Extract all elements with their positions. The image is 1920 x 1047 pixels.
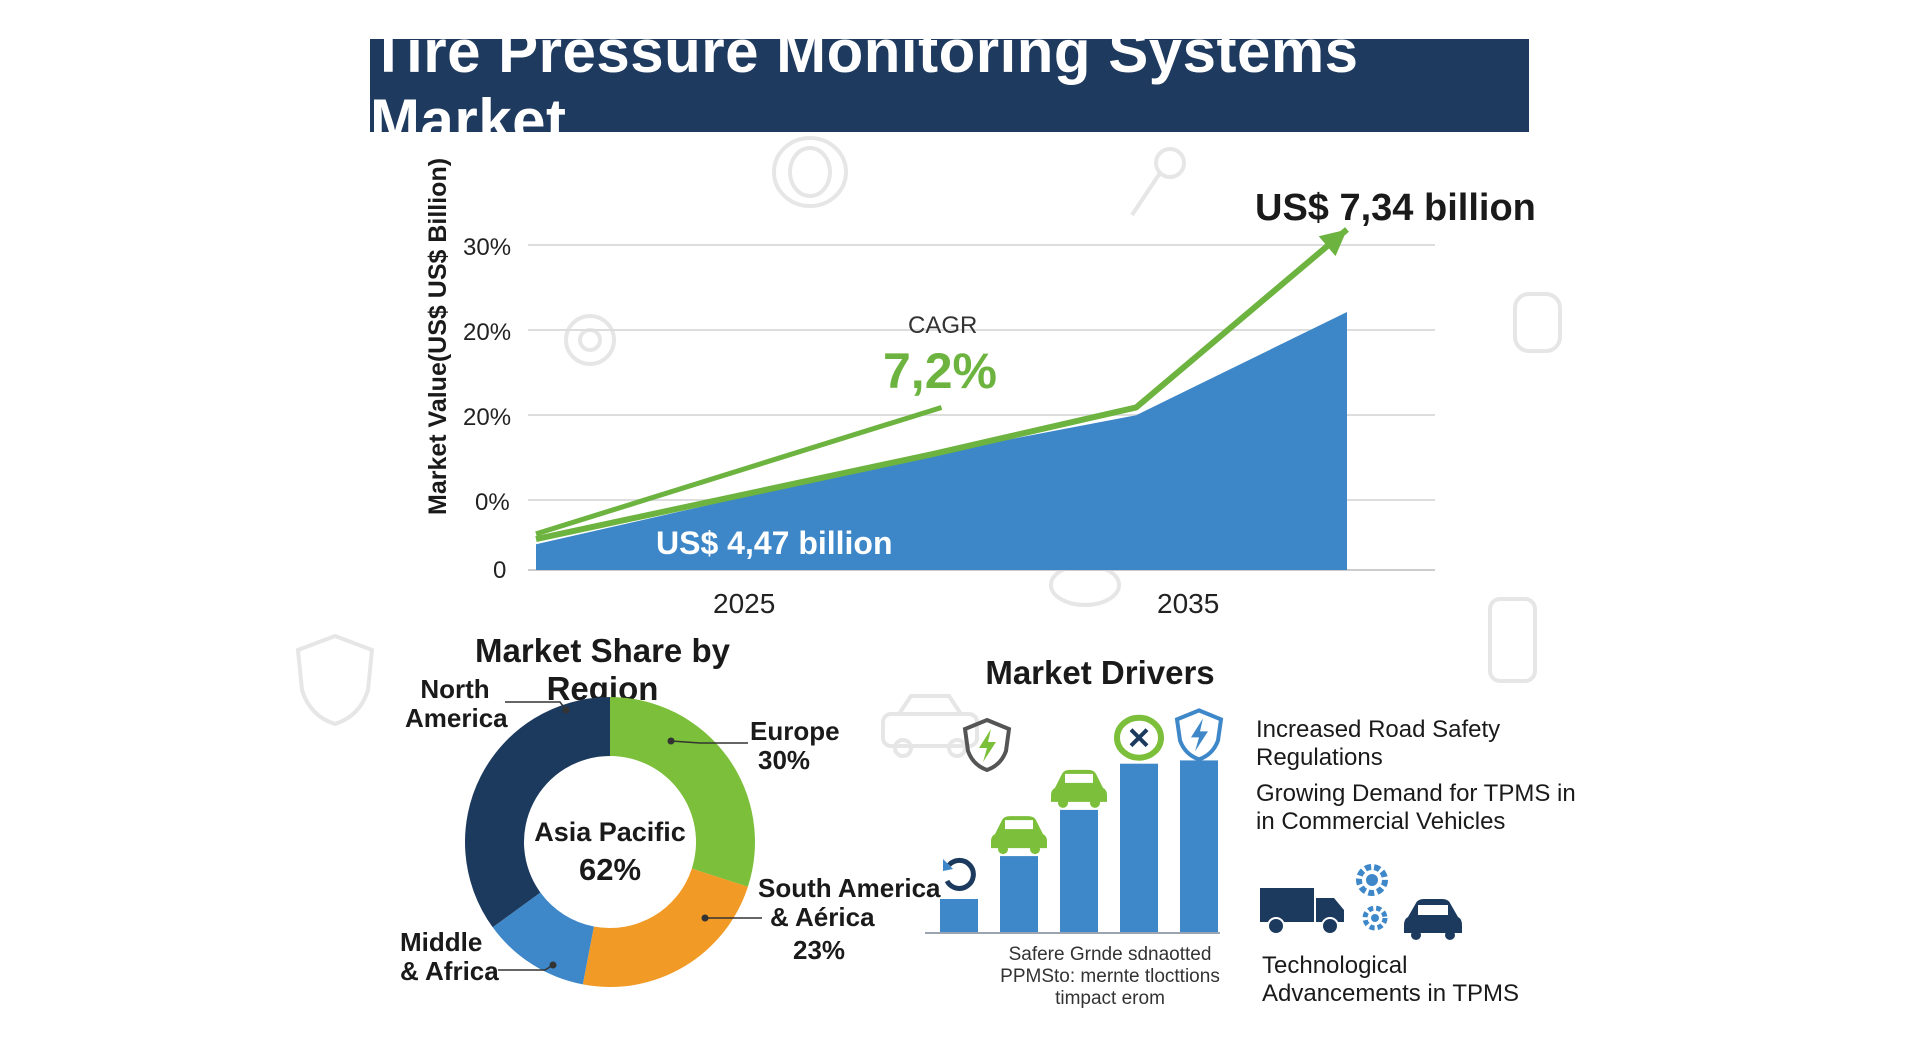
driver-line: Growing Demand for TPMS in (1256, 780, 1576, 807)
y-tick-label: 0% (475, 489, 510, 516)
donut-center-label: Asia Pacific 62% (520, 817, 700, 888)
end-value-label: US$ 7,34 billion (1255, 187, 1536, 229)
driver-line: Advancements in TPMS (1262, 980, 1520, 1007)
europe-value: 30% (758, 745, 811, 775)
growth-trend-series (535, 227, 1349, 542)
driver-bar (1000, 856, 1038, 932)
y-tick-label: 20% (463, 404, 511, 431)
start-value-label: US$ 4,47 billion (656, 525, 893, 561)
tire-sensor-icon (1114, 714, 1164, 761)
car-icon (991, 816, 1047, 855)
tire-background-icon (1513, 292, 1562, 353)
safety-shield-icon (962, 717, 1012, 773)
cagr-trend-line (535, 405, 943, 537)
north-america-slice (464, 697, 610, 928)
driver-bar (1180, 760, 1218, 932)
region-share-donut (464, 697, 755, 987)
driver-line: in Commercial Vehicles (1256, 808, 1506, 835)
driver-bar (1120, 763, 1158, 932)
driver-item-commercial-demand: Growing Demand for TPMS in in Commercial… (1256, 780, 1576, 836)
wrench-background-icon (1130, 147, 1186, 217)
middle-africa-slice (492, 892, 594, 985)
driver-item-technology: Technological Advancements in TPMS (1262, 952, 1519, 1008)
x-tick-label: 2025 (713, 588, 775, 619)
asia-pacific-value: 62% (578, 852, 642, 887)
y-axis-label: Market Value(US$ US$ Billion) (424, 158, 452, 515)
growth-trend-arrowhead (1318, 229, 1347, 257)
cagr-value: 7,2% (883, 343, 997, 399)
truck-icon (1260, 888, 1344, 935)
shield-bolt-icon (1174, 708, 1224, 762)
recycle-icon (943, 857, 976, 891)
driver-bar (940, 899, 978, 932)
middle-africa-label-line: Middle (400, 927, 483, 957)
region-chart-title: Market Share by Region (475, 632, 730, 707)
driver-bar (1060, 809, 1098, 932)
south-america-value: 23% (793, 935, 846, 965)
car-icon (1051, 769, 1107, 808)
tire-background-icon (772, 136, 848, 208)
north-america-label-line: North (420, 674, 490, 704)
market-value-chart: 30% 20% 20% 0% 0 Market Value(US$ US$ Bi… (424, 158, 1536, 619)
driver-line: Regulations (1256, 744, 1383, 771)
europe-name: Europe (750, 716, 840, 746)
south-america-name: South America (758, 873, 941, 903)
market-value-area-series (536, 312, 1347, 570)
car-background-icon (881, 694, 979, 758)
europe-label: Europe 30% (750, 717, 840, 775)
north-america-label: North America (405, 674, 508, 733)
south-america-label: South America & Aérica 23% (758, 874, 941, 965)
y-tick-label: 30% (463, 234, 511, 261)
x-tick-label: 2035 (1157, 588, 1219, 619)
gear-icon (1356, 864, 1388, 896)
driver-item-safety-regulations: Increased Road Safety Regulations (1256, 716, 1500, 772)
driver-line: Technological (1262, 952, 1408, 979)
y-tick-label: 0 (493, 557, 506, 584)
north-america-label-line: America (405, 703, 508, 733)
europe-slice (610, 697, 755, 887)
car-icon (1404, 899, 1462, 940)
asia-pacific-label: Asia Pacific (534, 817, 686, 847)
drivers-chart-title: Market Drivers (985, 654, 1215, 691)
south-america-name-line: & Aérica (770, 902, 875, 932)
cagr-label: CAGR (908, 312, 977, 339)
y-tick-label: 20% (463, 319, 511, 346)
middle-africa-label-line: & Africa (400, 956, 499, 986)
middle-africa-label: Middle & Africa (400, 928, 499, 986)
shield-background-icon (295, 633, 375, 727)
gear-icon (1362, 905, 1388, 931)
driver-line: Increased Road Safety (1256, 716, 1501, 743)
market-value-area (536, 312, 1347, 570)
drivers-caption: Safere Grnde sdnaotted PPMSto: mernte tl… (1000, 944, 1220, 1009)
growth-trend-line (535, 227, 1349, 542)
tire-background-icon (1488, 597, 1537, 683)
market-drivers-chart (925, 708, 1224, 934)
south-america-a-rica-slice (582, 868, 748, 987)
